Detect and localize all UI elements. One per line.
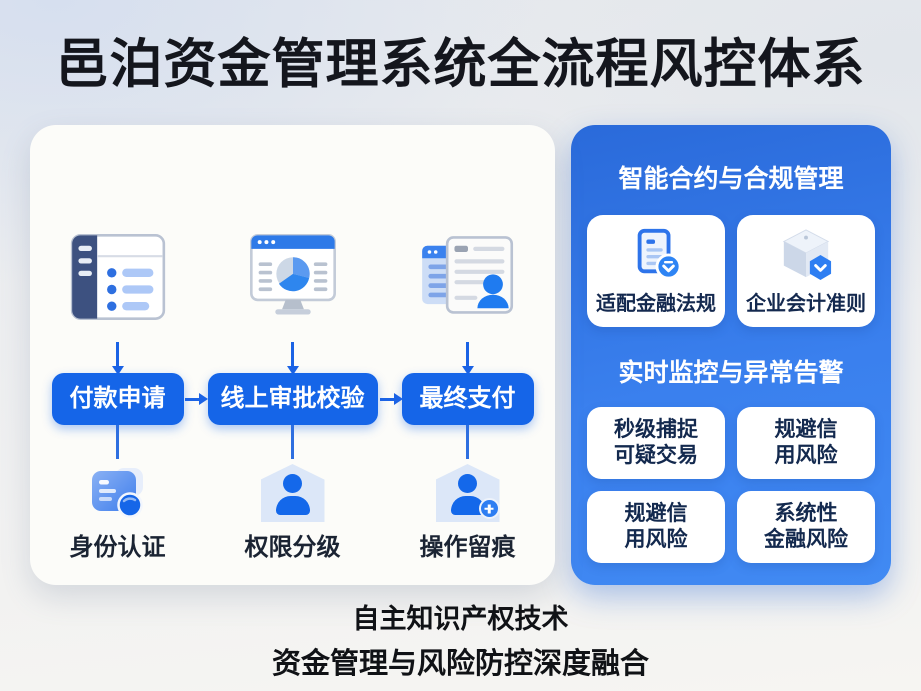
down-arrow-icon: [466, 342, 469, 366]
flow-badges-row: [30, 459, 555, 527]
user-plus-icon: [435, 464, 500, 522]
step-button-online-approval: 线上审批校验: [207, 373, 378, 425]
card-line: 规避信: [624, 501, 688, 525]
card-systemic-risk: 系统性 金融风险: [737, 491, 875, 563]
card-line: 用风险: [624, 528, 688, 551]
connector-line: [291, 425, 294, 459]
sub-label-identity-auth: 身份认证: [69, 534, 166, 561]
person-body: [450, 496, 485, 515]
footer-line-2: 资金管理与风险防控深度融合: [271, 648, 649, 680]
compliance-cards: 适配金融法规 企业会计准则: [587, 215, 875, 327]
documents-user-icon: [421, 236, 513, 314]
side-panel: 智能合约与合规管理 适配金融法规: [571, 125, 891, 585]
flow-icons-row: [30, 221, 555, 333]
document-check-icon: [637, 228, 682, 280]
flow-steps-row: 付款申请 线上审批校验 最终支付: [30, 373, 555, 425]
card-label: 企业会计准则: [746, 292, 866, 315]
main-content: 付款申请 线上审批校验 最终支付: [30, 125, 891, 585]
card-credit-risk-2: 规避信 用风险: [587, 491, 725, 563]
card-credit-risk-1: 规避信 用风险: [737, 407, 875, 479]
plus-icon: [478, 498, 500, 519]
connector-line: [116, 425, 119, 459]
cube-check-icon: [782, 228, 832, 280]
step-illustration-final-payment: [380, 221, 555, 333]
card-financial-regulations: 适配金融法规: [587, 215, 725, 327]
page-title: 邑泊资金管理系统全流程风控体系: [55, 35, 866, 94]
card-line: 规避信: [774, 417, 838, 441]
sub-label-permission-grading: 权限分级: [244, 534, 341, 561]
step-button-payment-request: 付款申请: [51, 373, 184, 425]
footer-line-1: 自主知识产权技术: [352, 604, 569, 634]
sub-label-operation-trace: 操作留痕: [419, 534, 516, 561]
card-line: 用风险: [774, 444, 838, 467]
right-arrow-icon: [185, 397, 199, 401]
id-card-check-icon: [91, 468, 143, 518]
step-illustration-payment-request: [30, 221, 205, 333]
right-arrow-icon: [380, 397, 394, 401]
card-suspicious-transactions: 秒级捕捉 可疑交易: [587, 407, 725, 479]
section-title-monitoring: 实时监控与异常告警: [618, 359, 844, 387]
card-accounting-standards: 企业会计准则: [737, 215, 875, 327]
footer: 自主知识产权技术 资金管理与风险防控深度融合: [0, 597, 921, 682]
card-line: 秒级捕捉: [614, 417, 698, 441]
card-line: 可疑交易: [614, 444, 698, 467]
person-head: [283, 474, 302, 493]
step-button-final-payment: 最终支付: [401, 373, 534, 425]
person-body: [275, 496, 310, 515]
flow-connectors-row: [30, 425, 555, 459]
down-arrow-icon: [116, 342, 119, 366]
section-title-smart-contract: 智能合约与合规管理: [618, 165, 844, 193]
down-arrow-icon: [291, 342, 294, 366]
card-line: 系统性: [774, 501, 838, 525]
card-line: 金融风险: [764, 528, 848, 551]
card-label: 适配金融法规: [596, 292, 716, 315]
flow-down-arrows-row: [30, 333, 555, 373]
app-window-list-icon: [70, 234, 165, 320]
flow-panel: 付款申请 线上审批校验 最终支付: [30, 125, 555, 585]
step-illustration-online-approval: [205, 221, 380, 333]
monitor-pie-chart-icon: [249, 234, 336, 315]
connector-line: [466, 425, 469, 459]
flow-labels-row: 身份认证 权限分级 操作留痕: [30, 527, 555, 561]
user-badge-icon: [260, 464, 325, 522]
person-head: [458, 474, 477, 493]
monitoring-cards: 秒级捕捉 可疑交易 规避信 用风险 规避信 用风险 系统性 金融风险: [587, 407, 875, 563]
